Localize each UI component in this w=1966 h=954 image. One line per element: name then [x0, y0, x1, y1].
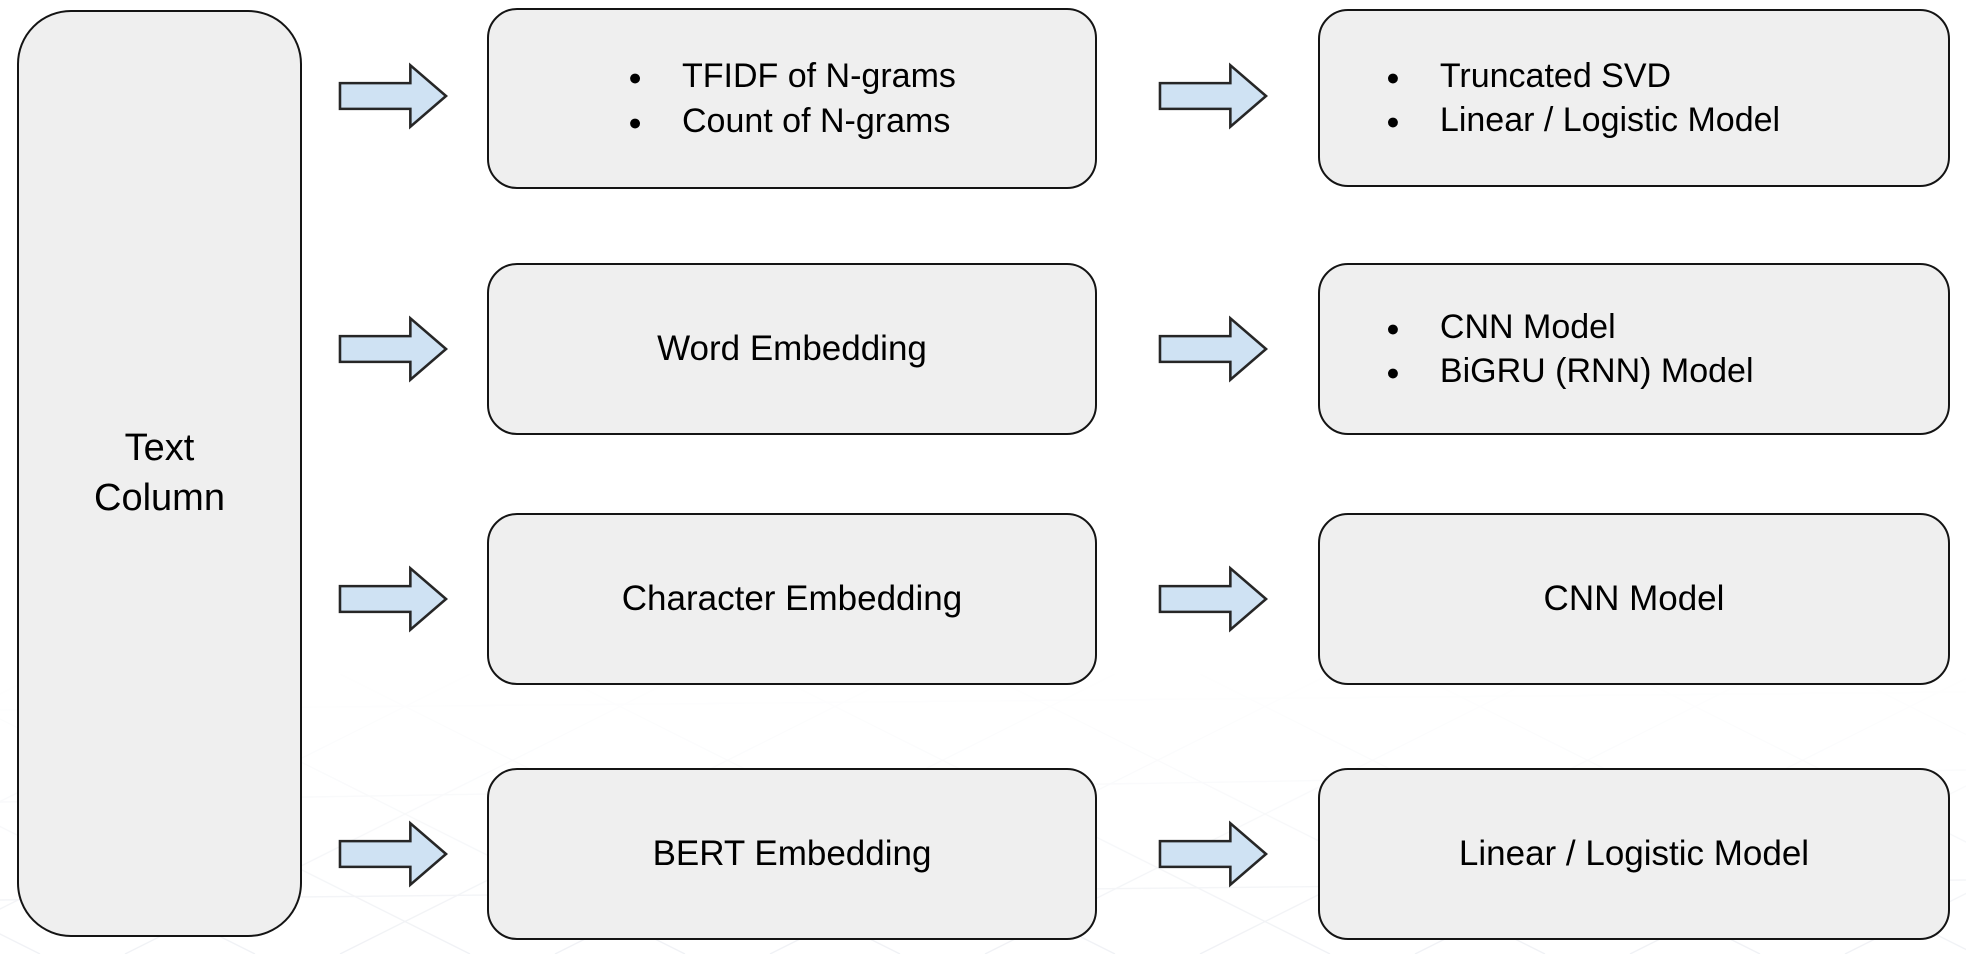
node-linear-logistic: Linear / Logistic Model [1318, 768, 1950, 940]
list-item: Truncated SVD [1386, 54, 1780, 98]
feature-list: TFIDF of N-grams Count of N-grams [628, 54, 956, 142]
list-item: Count of N-grams [628, 99, 956, 143]
list-item: Linear / Logistic Model [1386, 98, 1780, 142]
node-label: Linear / Logistic Model [1458, 833, 1810, 873]
right-arrow-icon [338, 820, 449, 888]
node-cnn-model: CNN Model [1318, 513, 1950, 685]
node-bert-embedding: BERT Embedding [487, 768, 1097, 940]
node-text-column-label: Text Column [94, 427, 225, 519]
node-word-embedding: Word Embedding [487, 263, 1097, 435]
list-item: TFIDF of N-grams [628, 54, 956, 98]
right-arrow-icon [338, 315, 449, 383]
right-arrow-icon [1158, 565, 1269, 633]
node-label: BERT Embedding [652, 833, 932, 873]
right-arrow-icon [1158, 62, 1269, 130]
node-cnn-bigru: CNN Model BiGRU (RNN) Model [1318, 263, 1950, 435]
right-arrow-icon [1158, 820, 1269, 888]
right-arrow-icon [1158, 315, 1269, 383]
list-item: CNN Model [1386, 305, 1754, 349]
right-arrow-icon [338, 62, 449, 130]
node-label: Word Embedding [657, 328, 927, 368]
model-list: Truncated SVD Linear / Logistic Model [1386, 54, 1780, 142]
node-character-embedding: Character Embedding [487, 513, 1097, 685]
node-svd-linear-logistic: Truncated SVD Linear / Logistic Model [1318, 9, 1950, 187]
node-tfidf-count-ngrams: TFIDF of N-grams Count of N-grams [487, 8, 1097, 189]
right-arrow-icon [338, 565, 449, 633]
node-label: CNN Model [1543, 578, 1725, 618]
model-list: CNN Model BiGRU (RNN) Model [1386, 305, 1754, 393]
node-text-column: Text Column [17, 10, 302, 937]
node-label: Character Embedding [621, 578, 963, 618]
list-item: BiGRU (RNN) Model [1386, 349, 1754, 393]
